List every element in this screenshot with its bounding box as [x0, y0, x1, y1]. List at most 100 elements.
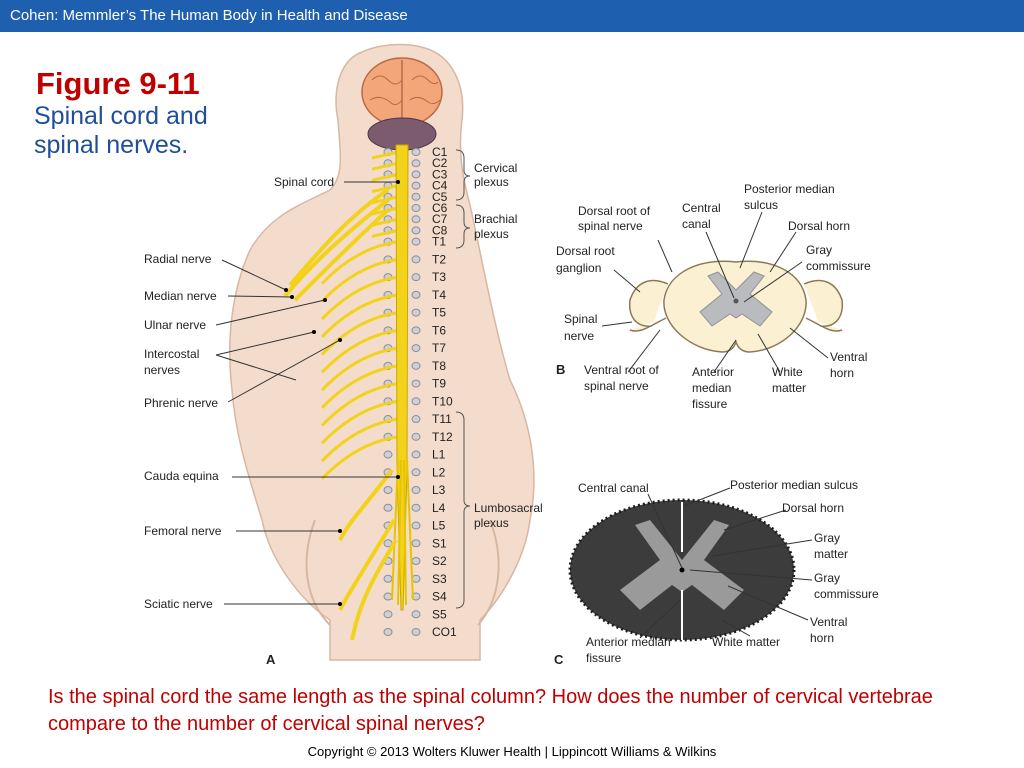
intercostal-nerve-t9 — [320, 382, 399, 427]
label-c-gray-comm-1: Gray — [814, 571, 840, 585]
cervical-nerve-c2 — [371, 161, 399, 171]
panel-c: Central canal Posterior median sulcus Do… — [554, 478, 879, 667]
panel-b-letter: B — [556, 362, 565, 377]
vertebra-t8 — [411, 361, 421, 370]
intercostal-nerve-t7 — [320, 346, 399, 392]
label-lumbosacral-plexus-2: plexus — [474, 516, 509, 530]
level-label-t11: T11 — [432, 412, 452, 426]
level-label-s4: S4 — [432, 590, 447, 604]
cauda-equina-strands — [391, 459, 414, 606]
label-radial-nerve: Radial nerve — [144, 252, 212, 266]
intercostal-nerve-t8 — [320, 364, 399, 409]
label-b-gray-comm-1: Gray — [806, 243, 832, 257]
label-b-ventral-horn-2: horn — [830, 366, 854, 380]
level-label-t8: T8 — [432, 359, 446, 373]
level-label-t7: T7 — [432, 341, 446, 355]
vertebra-s2 — [411, 557, 421, 566]
level-label-c7: C7 — [432, 212, 448, 226]
intercostal-nerve-t1 — [320, 240, 399, 285]
label-b-spinal-nerve-1: Spinal — [564, 312, 597, 326]
brachial-plexus-nerves — [283, 188, 390, 302]
label-ulnar-nerve: Ulnar nerve — [144, 318, 206, 332]
level-label-s3: S3 — [432, 572, 447, 586]
cervical-nerve-c1 — [371, 150, 399, 160]
panel-a-letter: A — [266, 652, 276, 667]
label-b-gray-comm-2: commissure — [806, 259, 871, 273]
label-b-white-1: White — [772, 365, 803, 379]
level-label-t1: T1 — [432, 235, 446, 249]
spinal-nerves — [320, 150, 399, 480]
plexus-braces — [455, 149, 471, 609]
micrograph-gray-matter — [620, 520, 744, 610]
label-c-dorsal-horn: Dorsal horn — [782, 501, 844, 515]
copyright-notice: Copyright © 2013 Wolters Kluwer Health |… — [307, 744, 717, 759]
right-nerve-roots — [803, 279, 844, 332]
level-label-l3: L3 — [432, 483, 446, 497]
label-c-white-matter: White matter — [712, 635, 780, 649]
label-c-posterior-median: Posterior median sulcus — [730, 478, 858, 492]
label-b-ventral-root-2: spinal nerve — [584, 379, 649, 393]
label-b-posterior-median-1: Posterior median — [744, 182, 835, 196]
figure-number: Figure 9-11 — [36, 66, 200, 101]
level-label-c5: C5 — [432, 190, 448, 204]
cervical-nerve-c3 — [371, 172, 399, 182]
label-c-gray-matter-2: matter — [814, 547, 848, 561]
level-label-t10: T10 — [432, 394, 453, 408]
vertebra-left-co1 — [383, 628, 393, 636]
vertebra-t12 — [411, 432, 421, 441]
label-b-central-canal-1: Central — [682, 201, 721, 215]
vertebra-c6 — [411, 204, 421, 212]
label-b-posterior-median-2: sulcus — [744, 198, 778, 212]
label-b-ant-median-1: Anterior — [692, 365, 734, 379]
vertebra-l3 — [411, 486, 421, 495]
level-label-t3: T3 — [432, 270, 446, 284]
vertebra-c5 — [411, 192, 421, 201]
level-label-c2: C2 — [432, 156, 448, 170]
vertebra-left-s4 — [383, 592, 393, 601]
label-intercostal-2: nerves — [144, 363, 180, 377]
panel-a: Spinal cord Radial nerve Median nerve Ul… — [144, 43, 543, 667]
level-label-c6: C6 — [432, 201, 448, 215]
vertebra-left-l4 — [383, 503, 393, 512]
vertebra-l5 — [411, 521, 421, 530]
lumbosacral-nerves — [338, 468, 398, 641]
label-intercostal-1: Intercostal — [144, 347, 199, 361]
cervical-nerve-c5 — [371, 195, 399, 205]
intercostal-nerve-t5 — [320, 311, 399, 356]
label-brachial-plexus-1: Brachial — [474, 212, 517, 226]
label-b-ventral-root-1: Ventral root of — [584, 363, 659, 377]
vertebra-c7 — [411, 215, 421, 224]
pelvis-outline — [305, 519, 500, 626]
cervical-nerve-c7 — [371, 217, 399, 227]
label-c-ventral-horn-1: Ventral — [810, 615, 847, 629]
label-median-nerve: Median nerve — [144, 289, 217, 303]
vertebra-c2 — [411, 159, 421, 168]
label-c-gray-comm-2: commissure — [814, 587, 879, 601]
panel-a-leader-dots — [284, 180, 400, 606]
vertebra-t10 — [411, 397, 421, 406]
panel-c-leaders — [639, 487, 813, 639]
label-cervical-plexus-1: Cervical — [474, 161, 517, 175]
vertebra-c3 — [411, 170, 421, 179]
header-bar: Cohen: Memmler’s The Human Body in Healt… — [0, 0, 1024, 32]
vertebra-t9 — [411, 379, 421, 388]
brain-gyri — [369, 75, 441, 106]
figure-caption: Spinal cord and spinal nerves. — [34, 102, 208, 159]
vertebral-column — [383, 148, 421, 636]
vertebra-left-s3 — [383, 574, 393, 583]
left-nerve-roots — [628, 279, 669, 332]
level-label-c8: C8 — [432, 223, 448, 237]
intercostal-nerve-t11 — [320, 417, 399, 463]
vertebra-l2 — [411, 468, 421, 477]
label-b-dorsal-root-2: spinal nerve — [578, 219, 643, 233]
vertebra-t6 — [411, 326, 421, 335]
vertebra-t4 — [411, 290, 421, 299]
panel-b: Dorsal root of spinal nerve Central cana… — [556, 182, 871, 411]
intercostal-nerve-t3 — [320, 275, 399, 321]
label-c-ant-median-2: fissure — [586, 651, 622, 665]
panel-c-letter: C — [554, 652, 564, 667]
level-label-c3: C3 — [432, 167, 448, 181]
label-c-central-canal: Central canal — [578, 481, 649, 495]
vertebra-t11 — [411, 415, 421, 424]
